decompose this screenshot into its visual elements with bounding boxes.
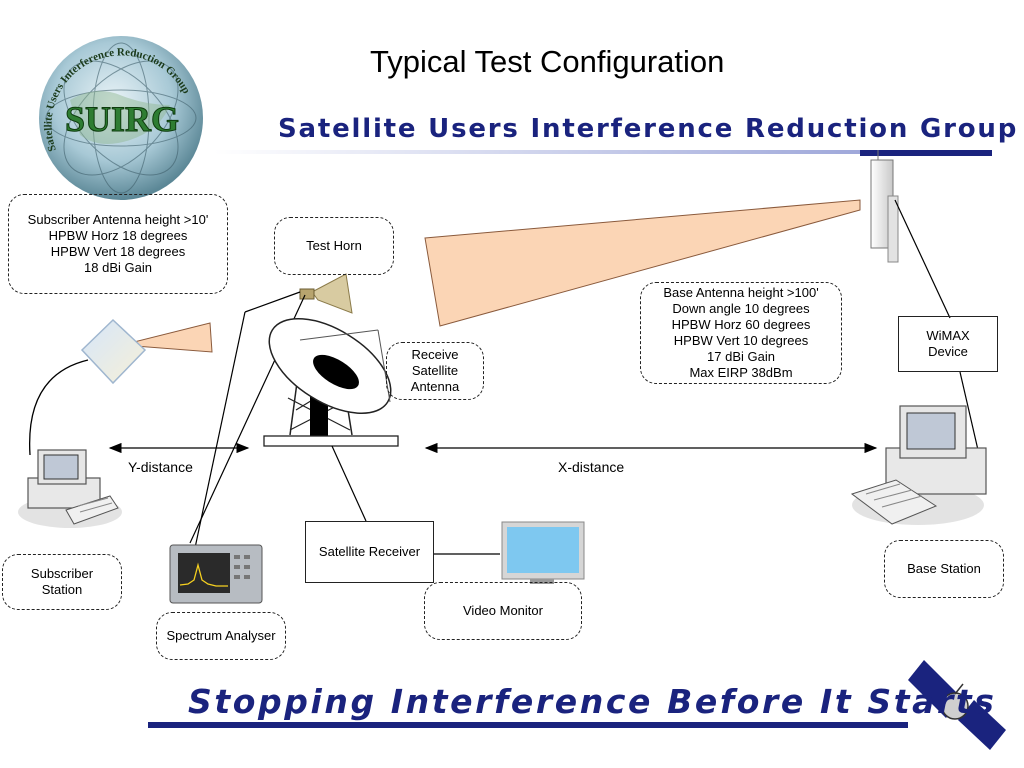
receive-antenna-label-box: Receive Satellite Antenna (386, 342, 484, 400)
subscriber-specs-box: Subscriber Antenna height >10' HPBW Horz… (8, 194, 228, 294)
base-specs-box: Base Antenna height >100' Down angle 10 … (640, 282, 842, 384)
video-monitor-label-box: Video Monitor (424, 582, 582, 640)
y-distance-label: Y-distance (128, 459, 193, 475)
spectrum-analyser-label-box: Spectrum Analyser (156, 612, 286, 660)
base-antenna-cable (894, 199, 951, 319)
base-antenna-beam (424, 199, 861, 327)
base-station-label: Base Station (907, 561, 981, 576)
test-horn-label: Test Horn (306, 238, 362, 253)
spec-line: Base Antenna height >100' (663, 285, 819, 300)
horn-cable-3 (244, 291, 301, 313)
spec-line: 17 dBi Gain (707, 349, 775, 364)
spec-line: HPBW Vert 10 degrees (673, 333, 809, 348)
logo-text: SUIRG (65, 99, 179, 139)
wimax-device-label: Device (928, 344, 968, 359)
receive-antenna-label: Satellite (411, 363, 459, 378)
video-monitor-label: Video Monitor (463, 603, 543, 618)
wimax-device-box: WiMAX Device (898, 316, 998, 372)
satellite-dish-icon (263, 318, 399, 447)
dish-to-receiver-cable (331, 445, 367, 522)
tagline: Stopping Interference Before It Starts (188, 682, 997, 721)
subscriber-station-label: Station (41, 582, 83, 597)
satellite-receiver-box: Satellite Receiver (305, 521, 434, 583)
base-panel-antenna-icon (870, 150, 899, 263)
banner-underline-accent (860, 150, 992, 156)
horn-cable-2 (194, 311, 246, 549)
subscriber-antenna-beam (121, 322, 213, 353)
banner-heading: Satellite Users Interference Reduction G… (278, 114, 1019, 144)
spec-line: 18 dBi Gain (84, 260, 152, 275)
spec-line: HPBW Horz 18 degrees (48, 228, 188, 243)
subscriber-antenna-icon (80, 318, 147, 385)
satellite-receiver-label: Satellite Receiver (318, 544, 421, 559)
spec-line: HPBW Horz 60 degrees (671, 317, 811, 332)
receive-antenna-label: Receive (411, 347, 459, 362)
test-horn-label-box: Test Horn (274, 217, 394, 275)
test-horn-icon (299, 273, 353, 314)
subscriber-station-label: Subscriber (30, 566, 94, 581)
subscriber-antenna-cable (28, 359, 89, 456)
x-distance-label: X-distance (558, 459, 625, 475)
spec-line: Max EIRP 38dBm (689, 365, 793, 380)
spec-line: Down angle 10 degrees (672, 301, 810, 316)
page-title: Typical Test Configuration (370, 44, 725, 79)
wimax-device-label: WiMAX (926, 328, 970, 343)
subscriber-station-label-box: Subscriber Station (2, 554, 122, 610)
spec-line: Subscriber Antenna height >10' (27, 212, 209, 227)
base-station-label-box: Base Station (884, 540, 1004, 598)
suirg-logo (39, 36, 203, 200)
satellite-icon (908, 660, 1006, 750)
tagline-underline (148, 722, 908, 728)
spectrum-analyser-icon (169, 544, 263, 604)
subscriber-computer-icon (18, 449, 122, 528)
base-station-computer-icon (850, 405, 987, 525)
spectrum-analyser-label: Spectrum Analyser (166, 628, 276, 643)
banner-underline (214, 150, 860, 154)
wimax-to-base-cable (959, 371, 979, 451)
video-monitor-icon (501, 521, 585, 584)
receive-antenna-label: Antenna (410, 379, 460, 394)
spec-line: HPBW Vert 18 degrees (50, 244, 186, 259)
